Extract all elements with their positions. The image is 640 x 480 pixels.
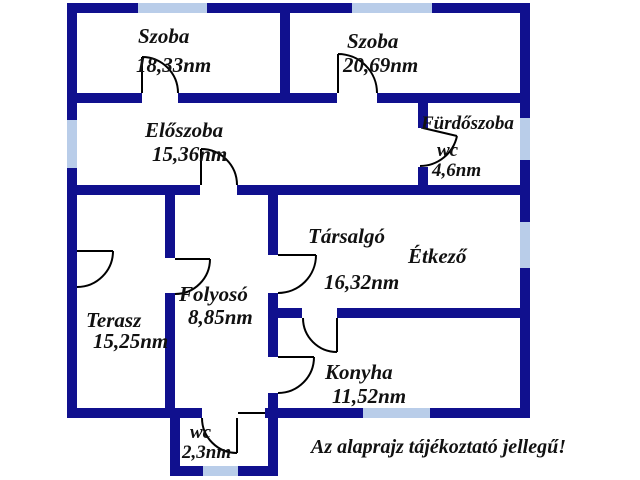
door-furdoszoba bbox=[419, 127, 458, 167]
wall-outer-top bbox=[67, 3, 530, 13]
room-area-terasz: 15,25nm bbox=[93, 329, 169, 353]
wall-tarsalgo-konyha-a bbox=[273, 308, 302, 318]
door-terasz-folyoso bbox=[174, 258, 211, 295]
room-area-szoba1: 18,33nm bbox=[136, 53, 212, 77]
wall-szoba-eloszoba-c bbox=[377, 93, 530, 103]
wall-eloszoba-south-a bbox=[67, 185, 200, 195]
wall-outer-left bbox=[67, 3, 77, 418]
wall-furdoszoba-left-b bbox=[418, 167, 428, 195]
wall-folyoso-right-a bbox=[268, 195, 278, 255]
room-area-eloszoba: 15,36nm bbox=[152, 142, 228, 166]
room-area-szoba2: 20,69nm bbox=[343, 53, 419, 77]
door-konyha bbox=[302, 317, 338, 353]
wall-szoba-eloszoba-a bbox=[67, 93, 142, 103]
window-etkezo bbox=[520, 222, 530, 268]
window-konyha bbox=[363, 408, 430, 418]
room-label-eloszoba: Előszoba bbox=[145, 118, 224, 142]
room-area-wc: 2,3nm bbox=[182, 442, 232, 463]
room-area-furdoszoba: 4,6nm bbox=[432, 160, 482, 181]
room-area-konyha: 11,52nm bbox=[332, 384, 407, 408]
window-eloszoba bbox=[67, 120, 77, 168]
room-label-konyha: Konyha bbox=[325, 360, 393, 384]
window-szoba1 bbox=[138, 3, 207, 13]
door-szoba1 bbox=[141, 56, 179, 94]
room-label-tarsalgo: Társalgó bbox=[308, 224, 386, 248]
wall-folyoso-right-b bbox=[268, 293, 278, 357]
window-szoba2 bbox=[352, 3, 432, 13]
wall-tarsalgo-konyha-b bbox=[337, 308, 530, 318]
wall-szoba-divider bbox=[280, 13, 290, 93]
wall-folyoso-right-c bbox=[268, 393, 278, 476]
wall-terasz-folyoso-b bbox=[165, 293, 175, 418]
room-label-szoba2: Szoba bbox=[347, 29, 399, 53]
door-folyoso-konyha bbox=[277, 356, 315, 394]
door-wc bbox=[201, 417, 238, 454]
door-tarsalgo bbox=[277, 254, 317, 294]
disclaimer-text: Az alaprajz tájékoztató jellegű! bbox=[311, 436, 567, 458]
room-area-folyoso: 8,85nm bbox=[188, 305, 253, 329]
window-wc bbox=[203, 466, 238, 476]
door-terasz bbox=[76, 250, 114, 288]
wall-terasz-folyoso-a bbox=[165, 195, 175, 258]
wall-szoba-eloszoba-b bbox=[178, 93, 337, 103]
room-area-tarsalgo: 16,32nm bbox=[324, 270, 400, 294]
door-eloszoba bbox=[200, 148, 238, 186]
wall-outer-bottom-left bbox=[67, 408, 202, 418]
room-sub-furdoszoba: wc bbox=[437, 140, 459, 161]
wall-outer-right bbox=[520, 3, 530, 418]
room-label-furdoszoba: Fürdőszoba bbox=[421, 113, 514, 134]
room-label-folyoso: Folyosó bbox=[179, 282, 248, 306]
room-label-szoba1: Szoba bbox=[138, 24, 190, 48]
room-label-terasz: Terasz bbox=[86, 308, 142, 332]
wall-eloszoba-south-b bbox=[237, 185, 530, 195]
wall-wc-left bbox=[170, 418, 180, 476]
room-label-wc: wc bbox=[190, 422, 212, 443]
wall-furdoszoba-left-a bbox=[418, 103, 428, 128]
window-furdoszoba bbox=[520, 118, 530, 160]
door-szoba2 bbox=[337, 53, 378, 94]
room-label-etkezo: Étkező bbox=[408, 244, 467, 268]
